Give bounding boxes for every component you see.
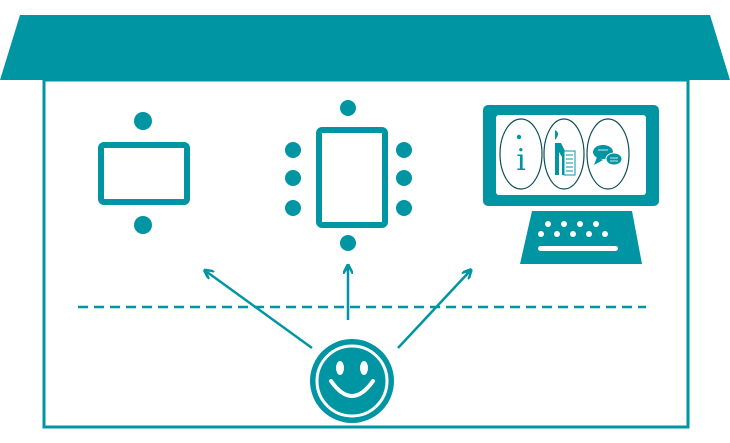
smiley-face-icon [310, 339, 394, 423]
seat [134, 216, 152, 234]
seat [134, 112, 152, 130]
computer-kiosk: i [483, 105, 659, 264]
keyboard [520, 211, 642, 264]
table [316, 127, 388, 228]
seat [396, 142, 412, 158]
seat [285, 142, 301, 158]
seat [396, 200, 412, 216]
seat [340, 235, 356, 251]
arrow-to-small-table [207, 272, 313, 350]
information-icon [499, 118, 543, 190]
house-walls [42, 78, 690, 429]
seat [396, 170, 412, 186]
house-roof [0, 15, 730, 80]
seat [285, 170, 301, 186]
info-glyph: i [516, 143, 526, 178]
table [98, 142, 190, 205]
small-table [98, 112, 190, 234]
arrow-to-computer [397, 272, 469, 349]
large-table [285, 100, 412, 251]
seat [285, 200, 301, 216]
seat [340, 100, 356, 116]
